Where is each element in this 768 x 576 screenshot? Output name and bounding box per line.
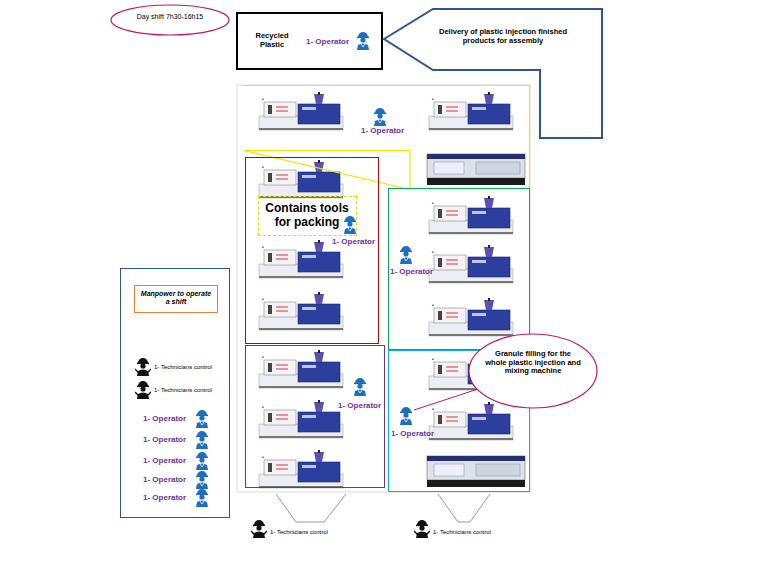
- red-zone: 1- Operator Contains tools for packing: [245, 157, 379, 344]
- node-text: 1- Operator: [338, 401, 381, 410]
- node-text: Granule filling for the whole plastic in…: [484, 350, 582, 376]
- purple-zone: 1- Operator: [245, 345, 385, 488]
- node-text: Delivery of plastic injection finished p…: [425, 28, 581, 45]
- node-text: 1- Operator: [143, 414, 186, 423]
- node-text: 1- Operator: [332, 237, 375, 246]
- node-text: 1- Operator: [143, 456, 186, 465]
- node-text: Recycled Plastic: [250, 32, 294, 49]
- recycled-box: Recycled Plastic 1- Operator: [236, 12, 383, 70]
- node-text: 1- Technicians control: [154, 364, 212, 371]
- staff-label: 1- Technicians control: [270, 529, 328, 536]
- yellow-zone-outline: [243, 85, 530, 190]
- green-zone: 1- Operator: [388, 188, 530, 350]
- delivery-arrow: Delivery of plastic injection finished p…: [383, 8, 603, 139]
- node-text: 1- Operator: [306, 37, 349, 46]
- leader-line: [414, 390, 476, 410]
- packing-box: Contains tools for packing: [258, 196, 357, 236]
- node-text: 1- Operator: [143, 493, 186, 502]
- node-text: Manpower to operate a shift: [138, 290, 214, 306]
- staff-label: 1- Technicians control: [433, 529, 491, 536]
- node-text: 1- Operator: [361, 126, 404, 135]
- node-text: 1- Technicians control: [154, 387, 212, 394]
- manpower-title-box: Manpower to operate a shift: [134, 285, 218, 313]
- callout-ellipse: Day shift 7h30-16h15: [110, 4, 230, 36]
- node-text: 1- Operator: [143, 475, 186, 484]
- yellow-zone: 1- Operator: [243, 85, 530, 190]
- node-text: Day shift 7h30-16h15: [116, 13, 224, 21]
- node-text: 1- Operator: [390, 267, 433, 276]
- node-text: Contains tools for packing: [260, 202, 354, 230]
- node-text: 1- Operator: [143, 435, 186, 444]
- manpower-legend-box: 1- Technicians control 1- Technicians con…: [120, 268, 230, 518]
- node-text: 1- Operator: [391, 429, 434, 438]
- callout-ellipse: Granule filling for the whole plastic in…: [468, 333, 598, 409]
